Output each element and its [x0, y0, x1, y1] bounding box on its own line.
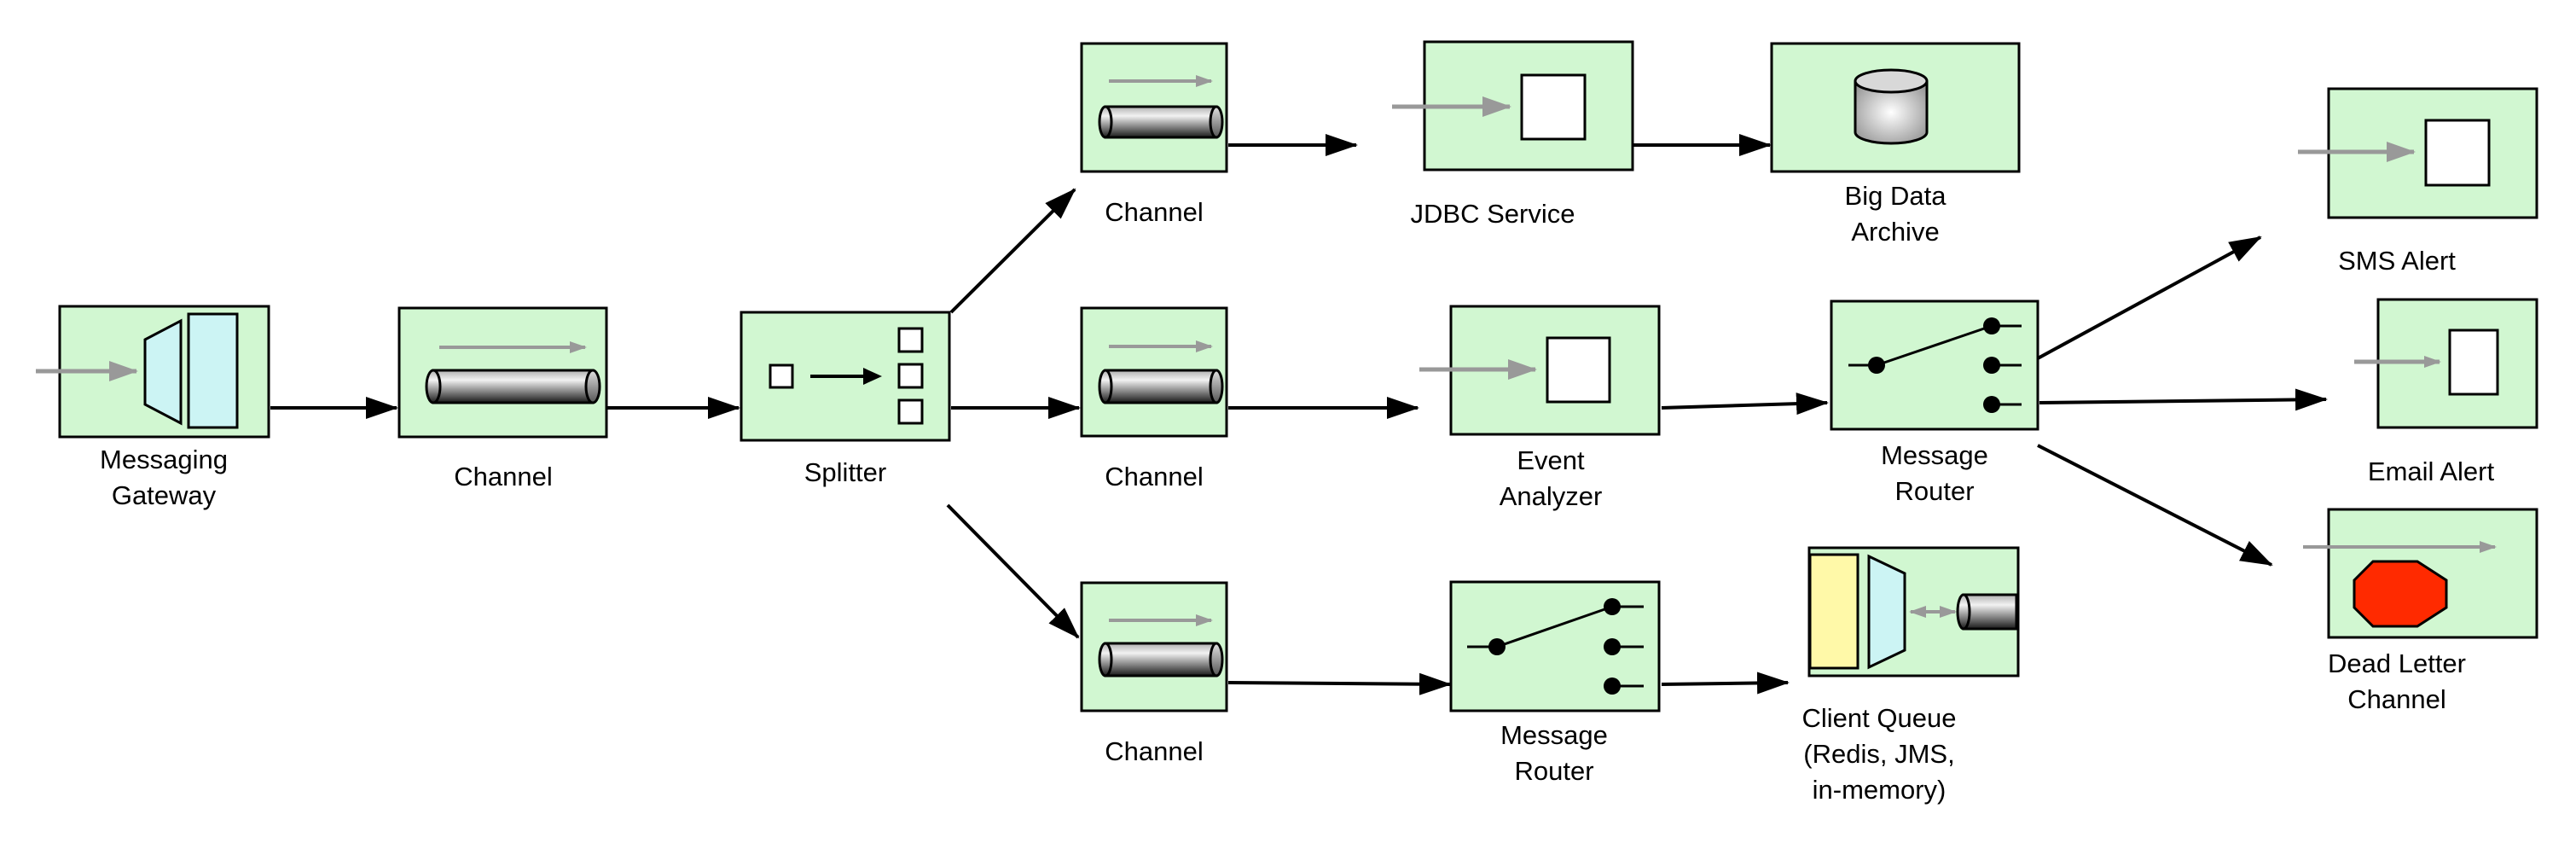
label-line: in-memory) — [1812, 775, 1947, 805]
label-line: Email Alert — [2367, 456, 2495, 486]
node-message-router-mid — [1830, 299, 2039, 431]
label-line: Channel — [1105, 197, 1204, 227]
label-line: Splitter — [804, 457, 887, 487]
label-line: Client Queue — [1801, 703, 1957, 733]
edges — [270, 134, 2328, 695]
label-line: Messaging — [100, 445, 228, 474]
node-email-alert — [2354, 298, 2538, 429]
service-activator-icon — [1419, 336, 1611, 404]
router-switch-icon — [1467, 598, 1644, 695]
edge-channel-bot-to-router — [1227, 672, 1452, 695]
edge-splitter-to-channel-top — [949, 188, 1076, 314]
service-activator-icon — [2354, 329, 2499, 396]
node-sms-alert — [2298, 87, 2538, 219]
node-channel-mid — [1080, 306, 1228, 438]
node-messaging-gateway — [36, 305, 270, 439]
splitter-icon — [769, 327, 924, 425]
label-splitter: Splitter — [751, 455, 939, 491]
node-client-queue — [1807, 546, 2020, 677]
client-queue-icon — [1808, 553, 2018, 670]
label-channel-mid: Channel — [1060, 459, 1248, 495]
node-channel-top — [1080, 42, 1228, 173]
label-line: JDBC Service — [1410, 199, 1575, 229]
stop-sign-icon — [2303, 541, 2497, 628]
node-jdbc-service — [1392, 40, 1634, 172]
label-line: Event — [1517, 445, 1585, 475]
edge-router-to-email — [2039, 388, 2328, 411]
node-message-router-bottom — [1449, 580, 1661, 712]
node-channel-main — [397, 306, 608, 439]
channel-pipe-icon — [425, 341, 601, 404]
label-line: Channel — [2347, 684, 2446, 714]
label-channel-bottom: Channel — [1060, 734, 1248, 770]
label-line: Router — [1514, 756, 1594, 786]
label-line: Message — [1881, 440, 1988, 470]
node-dead-letter-channel — [2303, 508, 2538, 639]
label-sms-alert: SMS Alert — [2303, 243, 2491, 279]
label-channel-main: Channel — [409, 459, 597, 495]
label-channel-top: Channel — [1060, 195, 1248, 230]
label-line: Archive — [1851, 217, 1940, 247]
label-line: Channel — [454, 462, 553, 491]
channel-pipe-icon — [1098, 340, 1224, 404]
service-activator-icon — [1392, 73, 1587, 141]
node-channel-bottom — [1080, 581, 1228, 712]
router-switch-icon — [1848, 317, 2022, 413]
node-event-analyzer — [1419, 305, 1661, 436]
database-cylinder-icon — [1854, 68, 1929, 145]
node-big-data-archive — [1770, 42, 2021, 173]
label-line: Message — [1500, 720, 1608, 750]
edge-router-to-client-queue — [1661, 672, 1790, 695]
label-line: Gateway — [111, 480, 217, 510]
label-line: Big Data — [1844, 181, 1947, 211]
label-email-alert: Email Alert — [2337, 454, 2525, 490]
edge-analyzer-to-router — [1661, 393, 1829, 416]
label-client-queue: Client Queue (Redis, JMS, in-memory) — [1785, 701, 1973, 808]
label-line: (Redis, JMS, — [1803, 739, 1955, 769]
label-line: Analyzer — [1499, 481, 1603, 511]
edge-router-to-deadletter — [2037, 444, 2273, 567]
label-line: Channel — [1105, 736, 1204, 766]
label-jdbc-service: JDBC Service — [1399, 196, 1587, 232]
node-splitter — [740, 311, 951, 442]
service-activator-icon — [2298, 119, 2491, 187]
edge-router-to-sms — [2037, 236, 2262, 360]
label-line: SMS Alert — [2338, 246, 2456, 276]
channel-pipe-icon — [1098, 75, 1224, 139]
messaging-gateway-icon — [36, 312, 239, 429]
label-line: Router — [1894, 476, 1975, 506]
label-line: Dead Letter — [2328, 648, 2466, 678]
label-line: Channel — [1105, 462, 1204, 491]
edge-splitter-to-channel-bot — [946, 503, 1080, 639]
channel-pipe-icon — [1098, 614, 1224, 677]
